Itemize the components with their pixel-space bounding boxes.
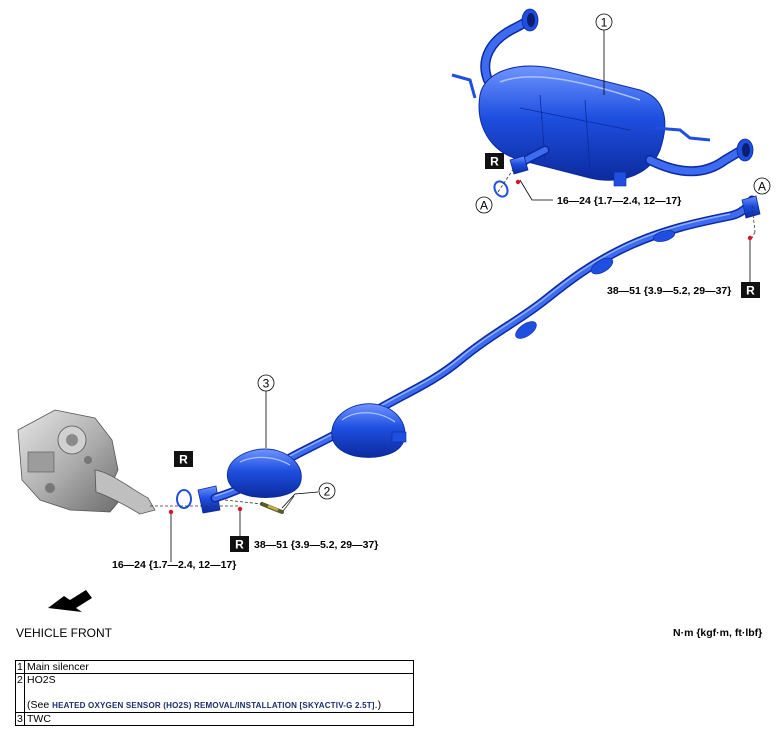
callout-2: 2: [318, 482, 336, 500]
pipe-bulges: [515, 230, 676, 339]
svg-text:A: A: [758, 180, 766, 194]
engine-block: [17, 409, 156, 515]
callout-a-right: A: [753, 177, 771, 195]
replace-mark-right: R: [741, 282, 760, 298]
leader-lines: [170, 30, 751, 562]
torque-units: N·m {kgf·m, ft·lbf}: [673, 627, 763, 639]
main-silencer: [451, 8, 754, 187]
legend-row-2: 2 HO2S (See HEATED OXYGEN SENSOR (HO2S) …: [15, 673, 414, 713]
torque-label-right: 38—51 {3.9—5.2, 29—37}: [607, 285, 731, 297]
exhaust-system-diagram: 1 3 2 A A R R R R 16—24 {1.7—2.4, 12—17}…: [17, 8, 771, 612]
svg-text:A: A: [480, 199, 488, 213]
replace-mark-front: R: [174, 451, 193, 467]
replace-mark-top: R: [485, 153, 504, 169]
see-prefix: (See: [27, 699, 53, 711]
callout-1: 1: [595, 13, 613, 31]
legend-row-3: 3 TWC: [15, 712, 414, 726]
svg-text:R: R: [179, 453, 188, 467]
legend-num: 3: [15, 712, 25, 726]
top-gasket: [493, 180, 509, 198]
bolt-markers: [168, 179, 753, 515]
torque-label-mid: 38—51 {3.9—5.2, 29—37}: [254, 539, 378, 551]
torque-label-top: 16—24 {1.7—2.4, 12—17}: [557, 195, 681, 207]
svg-text:1: 1: [601, 16, 608, 30]
sub-silencer: [331, 403, 407, 458]
legend-text: HO2S: [27, 674, 56, 686]
ho2s-procedure-link[interactable]: HEATED OXYGEN SENSOR (HO2S) REMOVAL/INST…: [52, 701, 375, 710]
exhaust-pipe: [210, 195, 757, 503]
front-gasket: [176, 489, 192, 509]
legend-num: 2: [15, 673, 25, 713]
svg-text:R: R: [746, 284, 755, 298]
torque-label-bottom: 16—24 {1.7—2.4, 12—17}: [112, 559, 236, 571]
legend-text-cell: HO2S (See HEATED OXYGEN SENSOR (HO2S) RE…: [24, 673, 414, 713]
rear-flange: [741, 195, 761, 219]
legend-text: Main silencer: [24, 660, 414, 674]
callout-a-top: A: [475, 196, 493, 214]
front-flange: [197, 485, 221, 514]
legend-row-1: 1 Main silencer: [15, 660, 414, 674]
svg-text:R: R: [490, 155, 499, 169]
assembly-lines: [150, 167, 756, 507]
replace-mark-mid: R: [230, 536, 249, 552]
svg-text:R: R: [235, 538, 244, 552]
svg-text:3: 3: [263, 377, 270, 391]
vehicle-front-arrow: [45, 590, 92, 612]
parts-legend-table: 1 Main silencer 2 HO2S (See HEATED OXYGE…: [15, 660, 414, 726]
ho2s-sensor: [260, 495, 295, 514]
svg-text:2: 2: [324, 485, 331, 499]
callout-3: 3: [257, 374, 275, 392]
vehicle-front-label: VEHICLE FRONT: [16, 626, 113, 640]
legend-num: 1: [15, 660, 25, 674]
legend-see-reference: (See HEATED OXYGEN SENSOR (HO2S) REMOVAL…: [27, 699, 411, 712]
legend-text: TWC: [24, 712, 414, 726]
twc-converter: [226, 448, 302, 498]
see-suffix: .): [374, 699, 382, 711]
